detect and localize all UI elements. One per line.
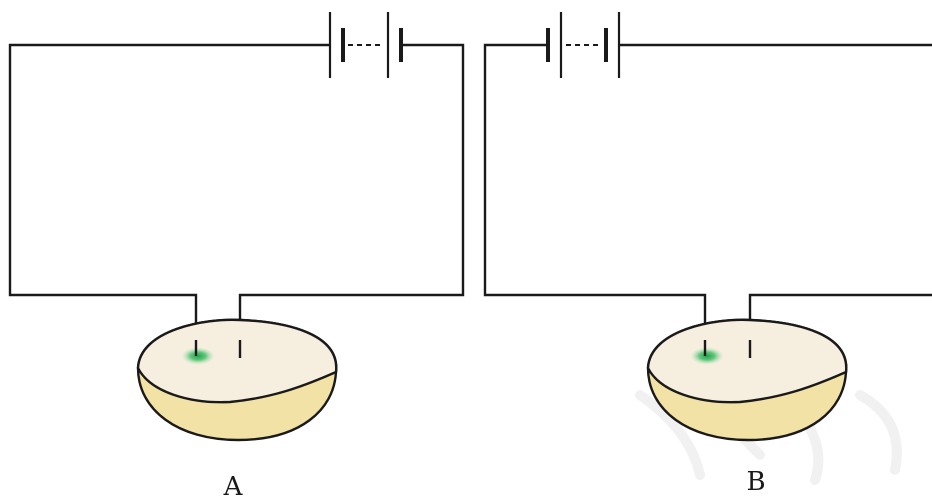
circuit-b	[483, 12, 932, 442]
label-a: A	[223, 472, 244, 500]
circuit-a-right-wire	[238, 43, 465, 352]
circuit-a	[8, 12, 465, 442]
battery-a-icon	[328, 12, 403, 78]
green-spot-a	[181, 347, 215, 365]
label-b: B	[746, 467, 765, 497]
potato-b	[646, 318, 848, 442]
potato-a	[136, 318, 338, 442]
battery-b-icon	[546, 12, 621, 78]
circuit-a-left-wire	[8, 43, 330, 352]
green-spot-b	[690, 347, 724, 365]
circuit-b-left-wire	[483, 43, 707, 352]
